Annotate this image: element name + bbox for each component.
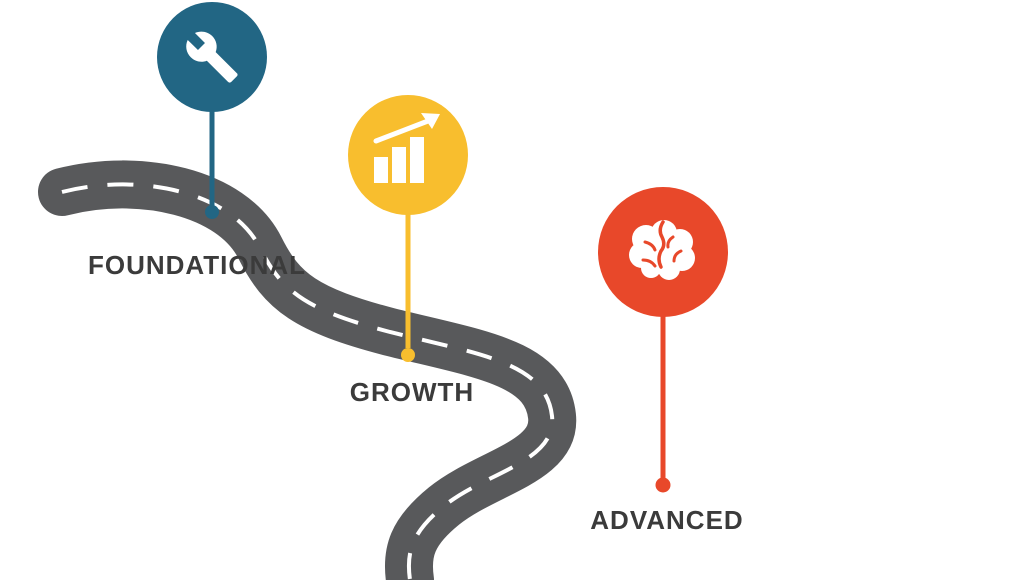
brain-icon bbox=[629, 220, 695, 280]
milestone-foundational: FOUNDATIONAL bbox=[88, 2, 306, 280]
milestone-dot bbox=[401, 348, 415, 362]
milestone-advanced: ADVANCED bbox=[590, 187, 743, 535]
milestone-label: GROWTH bbox=[350, 377, 474, 407]
milestone-dot bbox=[655, 477, 671, 493]
road bbox=[38, 160, 577, 580]
milestone-circle bbox=[348, 95, 468, 215]
growth-chart-icon bbox=[373, 113, 440, 183]
milestone-growth: GROWTH bbox=[348, 95, 474, 407]
wrench-icon bbox=[186, 31, 238, 83]
road-centerline bbox=[61, 182, 555, 580]
milestone-label: FOUNDATIONAL bbox=[88, 250, 306, 280]
milestone-dot bbox=[205, 205, 219, 219]
milestone-label: ADVANCED bbox=[590, 505, 743, 535]
